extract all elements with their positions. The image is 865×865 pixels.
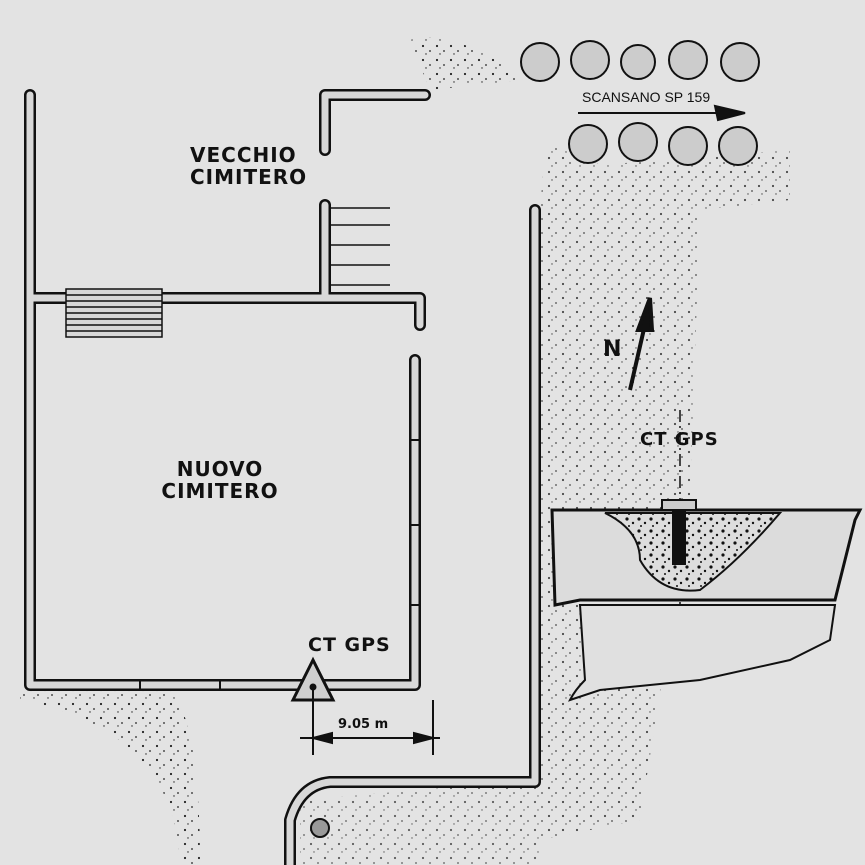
wall-joints	[139, 439, 421, 691]
ground-area-road-edge	[410, 37, 520, 90]
benchmark-section-detail	[550, 410, 863, 702]
old-cemetery-stairs	[331, 207, 390, 286]
dimension-line	[300, 690, 440, 755]
new-cemetery-label-line2: CIMITERO	[161, 479, 279, 503]
steps-gate	[65, 288, 163, 338]
north-arrow-icon	[628, 297, 655, 391]
ground-area-south	[300, 780, 540, 865]
road-label: SCANSANO SP 159	[582, 89, 711, 105]
hedge-row	[520, 40, 760, 166]
road-direction-arrow	[578, 104, 746, 122]
distance-label: 9.05 m	[338, 717, 389, 732]
ground-area-east	[540, 147, 790, 841]
new-cemetery-label-line1: NUOVO	[176, 457, 264, 481]
old-cemetery-label-line2: CIMITERO	[190, 165, 308, 189]
old-cemetery-label-line1: VECCHIO	[190, 143, 297, 167]
gps-label-plan: CT GPS	[308, 634, 391, 656]
north-label: N	[603, 337, 623, 362]
ground-area-southwest	[20, 690, 200, 865]
gps-label-detail: CT GPS	[640, 429, 719, 450]
new-cemetery-label: NUOVO CIMITERO	[150, 458, 290, 502]
old-cemetery-label: VECCHIO CIMITERO	[190, 144, 307, 188]
manhole-icon	[310, 818, 330, 838]
